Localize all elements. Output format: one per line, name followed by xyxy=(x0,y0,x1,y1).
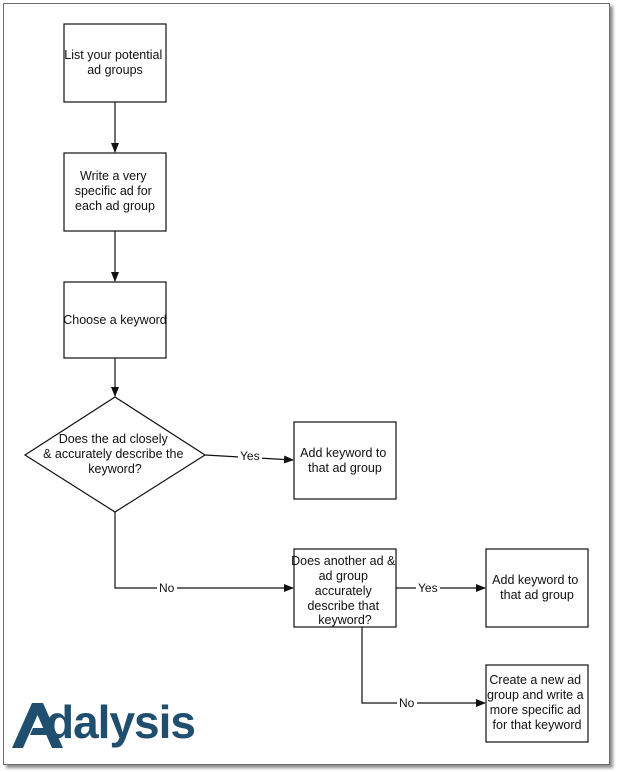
text-line: that ad group xyxy=(500,588,574,602)
process-node-add1 xyxy=(293,421,397,500)
text-line: List your potential xyxy=(64,48,162,62)
text-line: each ad group xyxy=(75,199,155,213)
text-line: keyword? xyxy=(88,462,142,476)
edge-label-bg xyxy=(238,449,262,463)
text-line: that ad group xyxy=(308,461,382,475)
edge-label-yes: Yes xyxy=(240,449,260,463)
edge-label-no: No xyxy=(159,581,175,595)
text-line: Write a very xyxy=(80,169,147,183)
text-line: ad group xyxy=(319,569,368,583)
node-text-decision2: Does another ad & ad group accurately de… xyxy=(291,554,399,627)
decision-node-2 xyxy=(293,548,397,628)
text-line: Choose a keyword xyxy=(63,313,167,327)
text-line: Create a new ad xyxy=(489,673,581,687)
edge-label-bg xyxy=(397,696,417,710)
text-line: more specific ad xyxy=(490,703,581,717)
edge-decision2-no xyxy=(361,627,486,707)
text-line: describe that xyxy=(307,599,379,613)
adalysis-logo-mark-icon xyxy=(12,703,63,748)
decision-node-1 xyxy=(23,396,207,513)
node-text-write: Write a very specific ad for each ad gro… xyxy=(75,169,156,213)
edge-label-bg xyxy=(157,581,177,595)
edge-label-no: No xyxy=(399,696,415,710)
text-line: & accurately describe the xyxy=(43,447,183,461)
adalysis-logo-text: dalysis xyxy=(46,696,196,748)
text-line: group and write a xyxy=(487,688,584,702)
process-node-create xyxy=(485,664,589,743)
node-text-list: List your potential ad groups xyxy=(64,48,165,77)
process-node-add2 xyxy=(485,548,589,628)
process-node-choose xyxy=(63,281,167,359)
node-text-add2: Add keyword to that ad group xyxy=(492,573,582,602)
text-line: Does the ad closely xyxy=(59,432,169,446)
edge-label-bg xyxy=(416,581,440,595)
text-line: specific ad for xyxy=(75,184,152,198)
node-text-decision1: Does the ad closely & accurately describ… xyxy=(43,432,187,476)
edge-decision1-no xyxy=(114,512,294,592)
text-line: ad groups xyxy=(87,63,143,77)
node-text-add1: Add keyword to that ad group xyxy=(300,446,390,475)
text-line: Add keyword to xyxy=(492,573,578,587)
node-text-choose: Choose a keyword xyxy=(63,313,167,327)
text-line: Does another ad & xyxy=(291,554,396,568)
process-node-list xyxy=(63,23,167,103)
diagram-page xyxy=(3,3,610,765)
edge-label-yes: Yes xyxy=(418,581,438,595)
text-line: Add keyword to xyxy=(300,446,386,460)
process-node-write xyxy=(63,152,167,232)
text-line: accurately xyxy=(315,584,373,598)
text-line: keyword? xyxy=(318,613,372,627)
text-line: for that keyword xyxy=(493,718,582,732)
node-text-create: Create a new ad group and write a more s… xyxy=(487,673,587,732)
